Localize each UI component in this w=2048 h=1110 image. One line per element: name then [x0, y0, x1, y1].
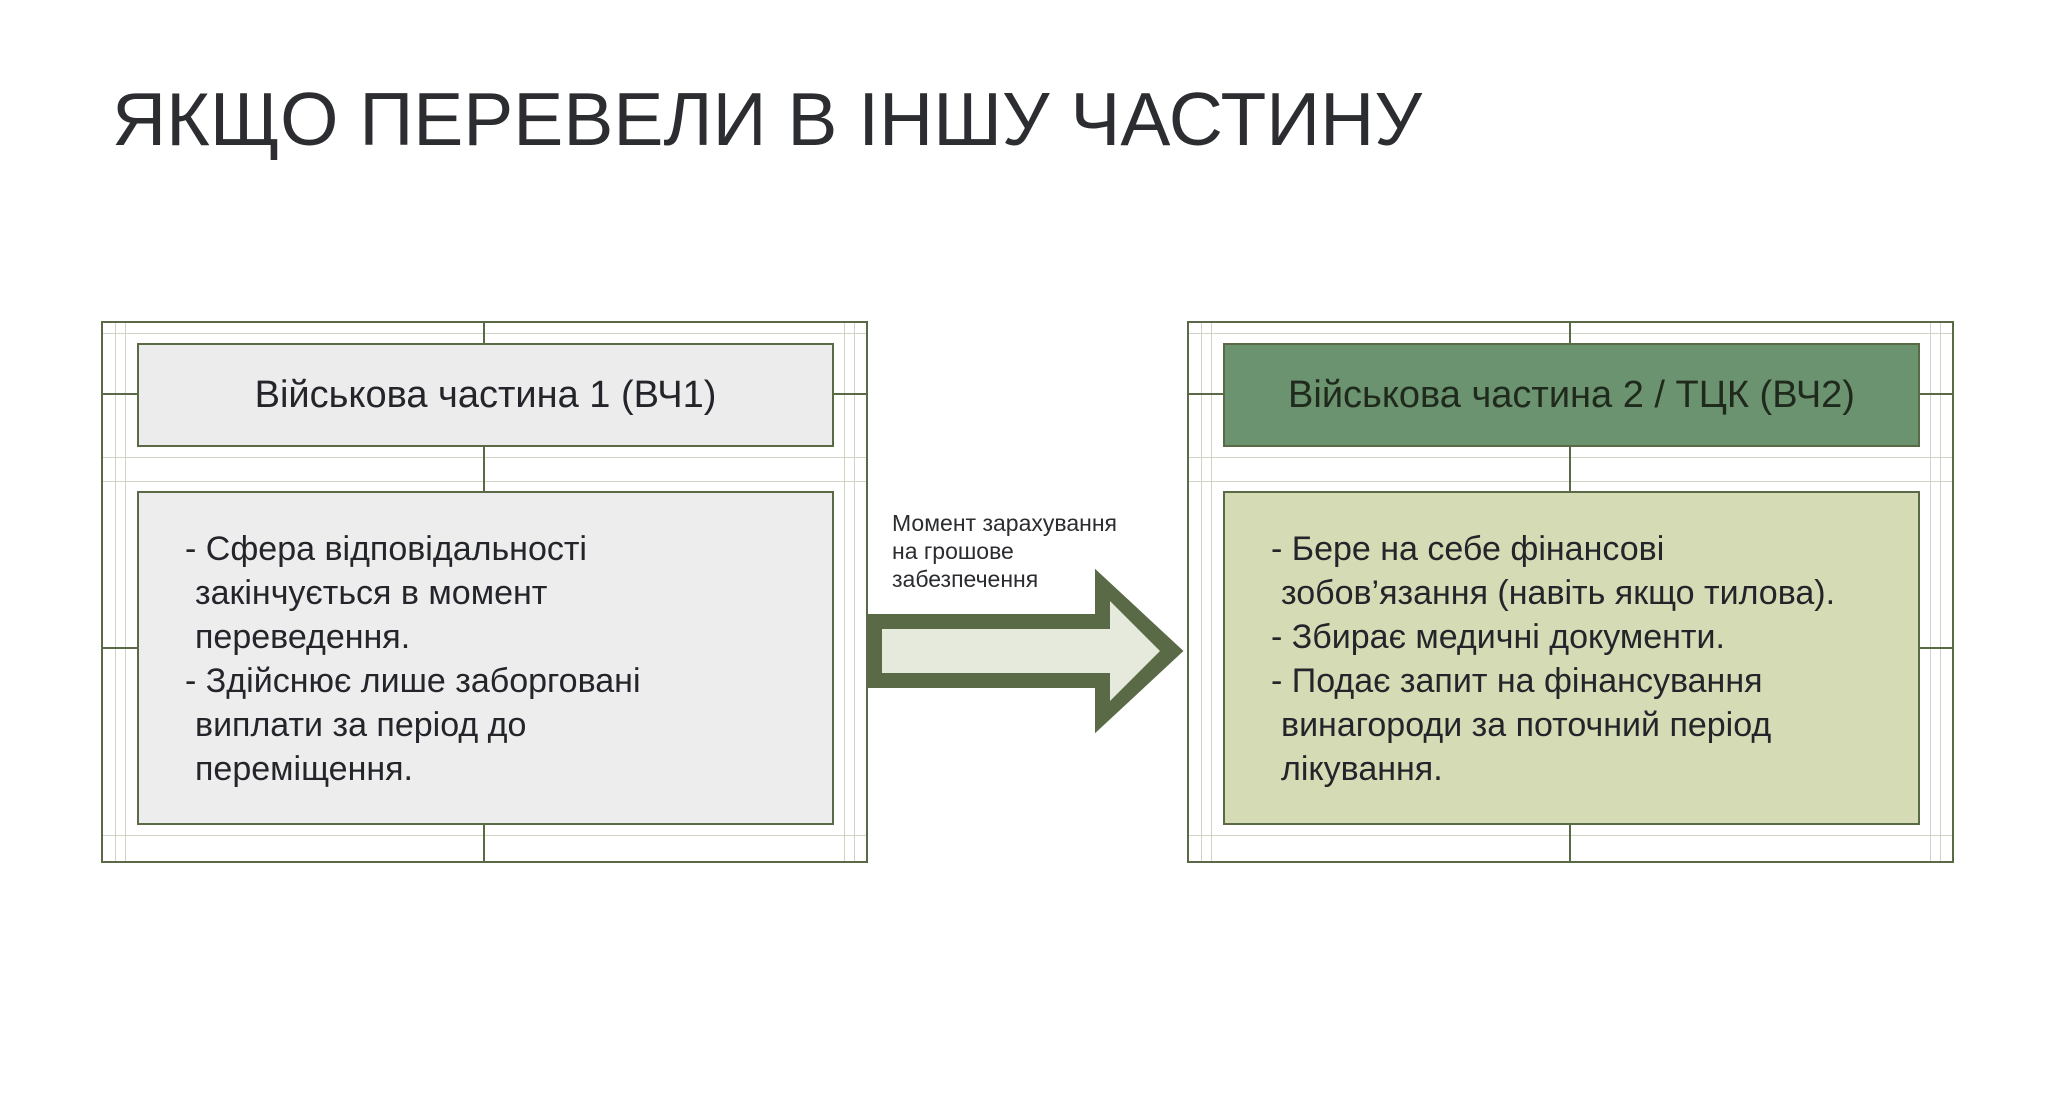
arrow-label-line: забезпечення	[892, 566, 1039, 592]
unit-2-line: лікування.	[1281, 750, 1443, 788]
unit-1-frame: Військова частина 1 (ВЧ1) - Сфера відпов…	[101, 321, 868, 863]
connector-tick	[483, 447, 485, 491]
unit-2-frame: Військова частина 2 / ТЦК (ВЧ2) - Бере н…	[1187, 321, 1954, 863]
slide-title: ЯКЩО ПЕРЕВЕЛИ В ІНШУ ЧАСТИНУ	[112, 77, 1422, 161]
connector-tick	[1920, 393, 1952, 395]
guide-line	[1211, 323, 1212, 861]
unit-2-body: - Бере на себе фінансові зобов’язання (н…	[1223, 491, 1920, 825]
connector-tick	[1569, 825, 1571, 861]
unit-1-line: закінчується в момент	[195, 574, 548, 612]
connector-tick	[103, 393, 137, 395]
connector-tick	[834, 393, 866, 395]
guide-line	[1930, 323, 1931, 861]
unit-1-line: виплати за період до	[195, 706, 527, 744]
guide-line	[1940, 323, 1941, 861]
guide-line	[844, 323, 845, 861]
unit-2-line: зобов’язання (навіть якщо тилова).	[1281, 574, 1836, 612]
connector-tick	[483, 825, 485, 861]
unit-1-header: Військова частина 1 (ВЧ1)	[137, 343, 834, 447]
unit-2-line: - Бере на себе фінансові	[1271, 530, 1665, 568]
connector-tick	[1920, 647, 1952, 649]
connector-tick	[103, 647, 137, 649]
right-arrow-icon	[867, 568, 1184, 734]
unit-2-line: - Збирає медичні документи.	[1271, 618, 1725, 656]
connector-tick	[1569, 323, 1571, 343]
guide-line	[115, 323, 116, 861]
transfer-arrow	[867, 567, 1188, 740]
guide-line	[125, 323, 126, 861]
guide-line	[854, 323, 855, 861]
unit-1-line: переведення.	[195, 618, 411, 656]
arrow-label-line: на грошове	[892, 538, 1014, 564]
arrow-label-line: Момент зарахування	[892, 510, 1117, 536]
unit-1-line: переміщення.	[195, 750, 413, 788]
unit-2-line: винагороди за поточний період	[1281, 706, 1772, 744]
unit-2-header: Військова частина 2 / ТЦК (ВЧ2)	[1223, 343, 1920, 447]
connector-tick	[483, 323, 485, 343]
unit-1-line: - Сфера відповідальності	[185, 530, 587, 568]
connector-tick	[1189, 393, 1223, 395]
arrow-label: Момент зарахування на грошове забезпечен…	[892, 509, 1117, 593]
unit-1-body: - Сфера відповідальності закінчується в …	[137, 491, 834, 825]
unit-2-line: - Подає запит на фінансування	[1271, 662, 1763, 700]
guide-line	[1201, 323, 1202, 861]
connector-tick	[1569, 447, 1571, 491]
unit-1-line: - Здійснює лише заборговані	[185, 662, 641, 700]
